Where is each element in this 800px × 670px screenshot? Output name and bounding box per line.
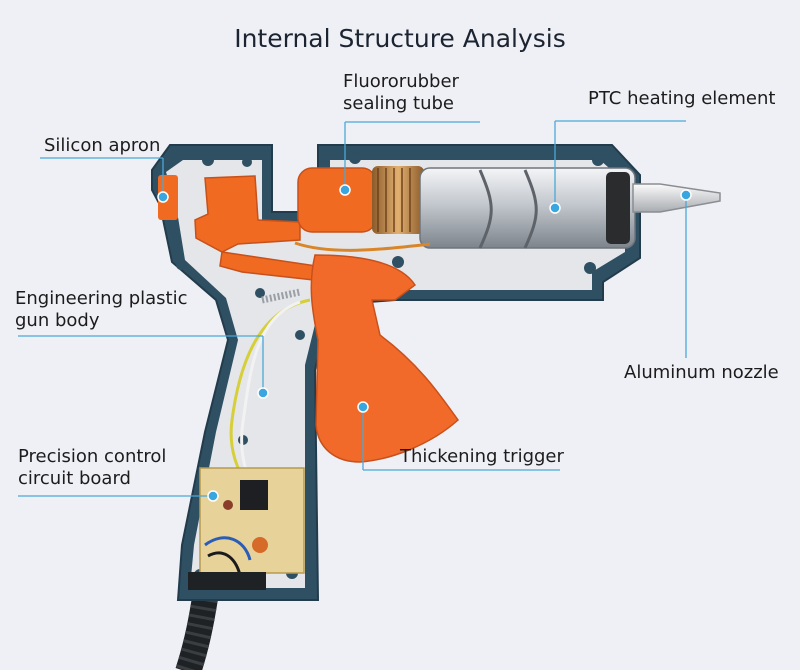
- aluminum-nozzle-part: [632, 183, 721, 213]
- dot-circuit-board: [207, 490, 219, 502]
- label-silicon-apron: Silicon apron: [44, 135, 161, 156]
- trigger-part: [310, 254, 460, 463]
- heater-clamp: [606, 172, 630, 244]
- label-precision-circuit-board: Precision control circuit board: [18, 446, 167, 489]
- callout-lines: [18, 120, 687, 497]
- heater-coil: [372, 166, 424, 234]
- sealing-tube: [297, 167, 377, 233]
- dot-trigger: [357, 401, 369, 413]
- dot-silicon-apron: [157, 191, 169, 203]
- label-fluororubber-tube: Fluororubber sealing tube: [343, 71, 459, 114]
- label-engineering-plastic-body: Engineering plastic gun body: [15, 288, 188, 331]
- power-cable: [175, 595, 218, 670]
- orange-bracket: [194, 175, 301, 253]
- callout-dots: [157, 184, 692, 502]
- trigger-lever: [219, 251, 333, 283]
- wire-orange: [294, 241, 431, 252]
- label-thickening-trigger: Thickening trigger: [400, 446, 564, 467]
- label-ptc-heating-element: PTC heating element: [588, 88, 776, 109]
- dot-ptc-heating: [549, 202, 561, 214]
- label-aluminum-nozzle: Aluminum nozzle: [624, 362, 779, 383]
- dot-fluororubber-tube: [339, 184, 351, 196]
- dot-aluminum-nozzle: [680, 189, 692, 201]
- dot-gun-body: [257, 387, 269, 399]
- page-title: Internal Structure Analysis: [234, 24, 566, 53]
- spring: [261, 288, 301, 304]
